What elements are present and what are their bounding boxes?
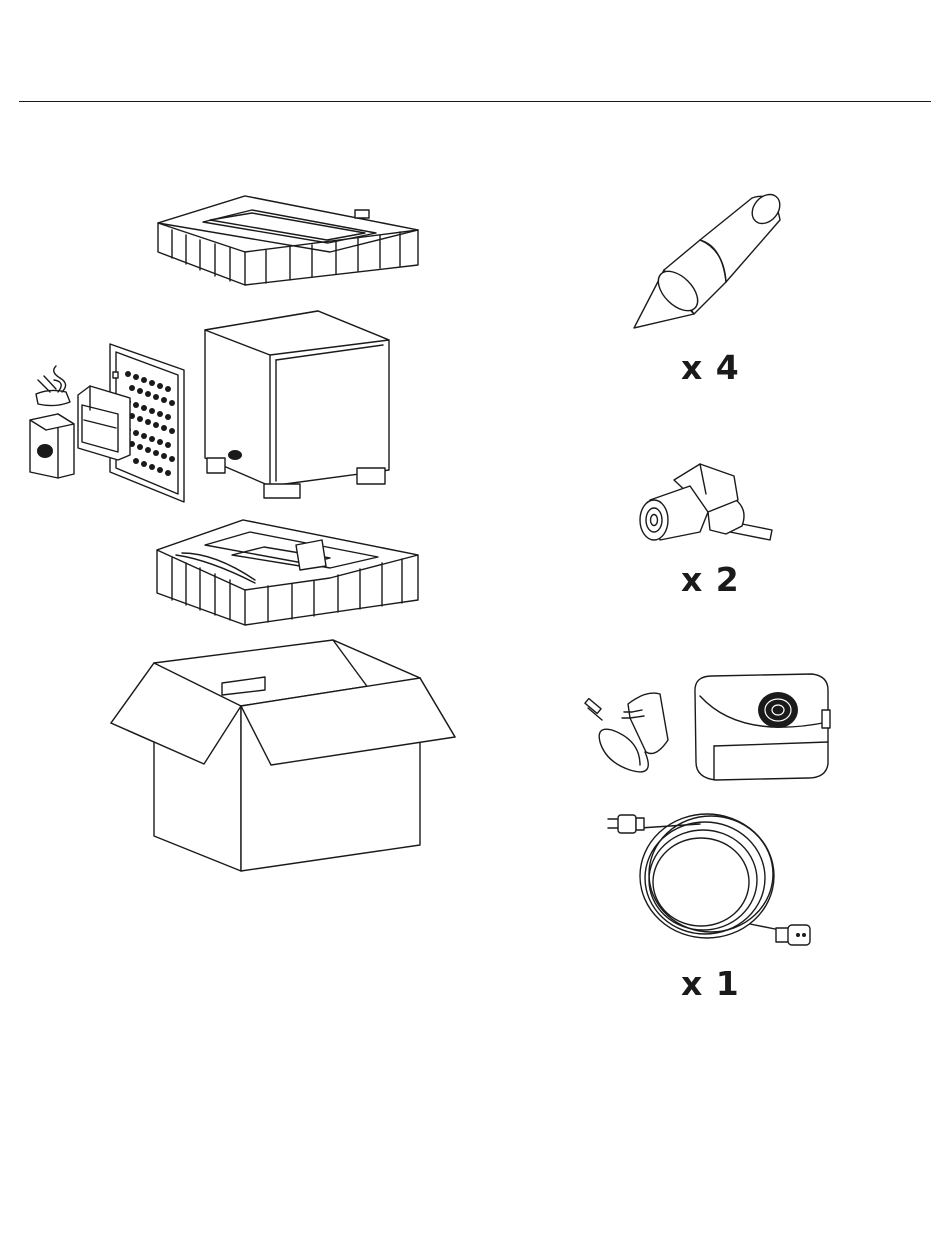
rca-right-angle-adapter-icon	[640, 464, 772, 540]
spikes-quantity-label: x 4	[681, 348, 740, 387]
power-items-quantity-label: x 1	[681, 964, 740, 1003]
wall-adapter-icon	[585, 693, 668, 772]
power-cord-icon	[608, 814, 810, 945]
foam-bottom-insert-icon	[157, 520, 418, 625]
wireless-receiver-icon	[30, 414, 74, 478]
shipping-box-icon	[111, 640, 455, 871]
power-adapter-icon	[36, 366, 70, 406]
subwoofer-cabinet-icon	[205, 311, 389, 498]
rca-adapter-quantity-label: x 2	[681, 560, 740, 599]
spike-foot-icon	[634, 189, 785, 328]
accessory-insert-icon	[78, 386, 130, 460]
transmitter-box-icon	[695, 674, 830, 780]
foam-top-insert-icon	[158, 196, 418, 285]
